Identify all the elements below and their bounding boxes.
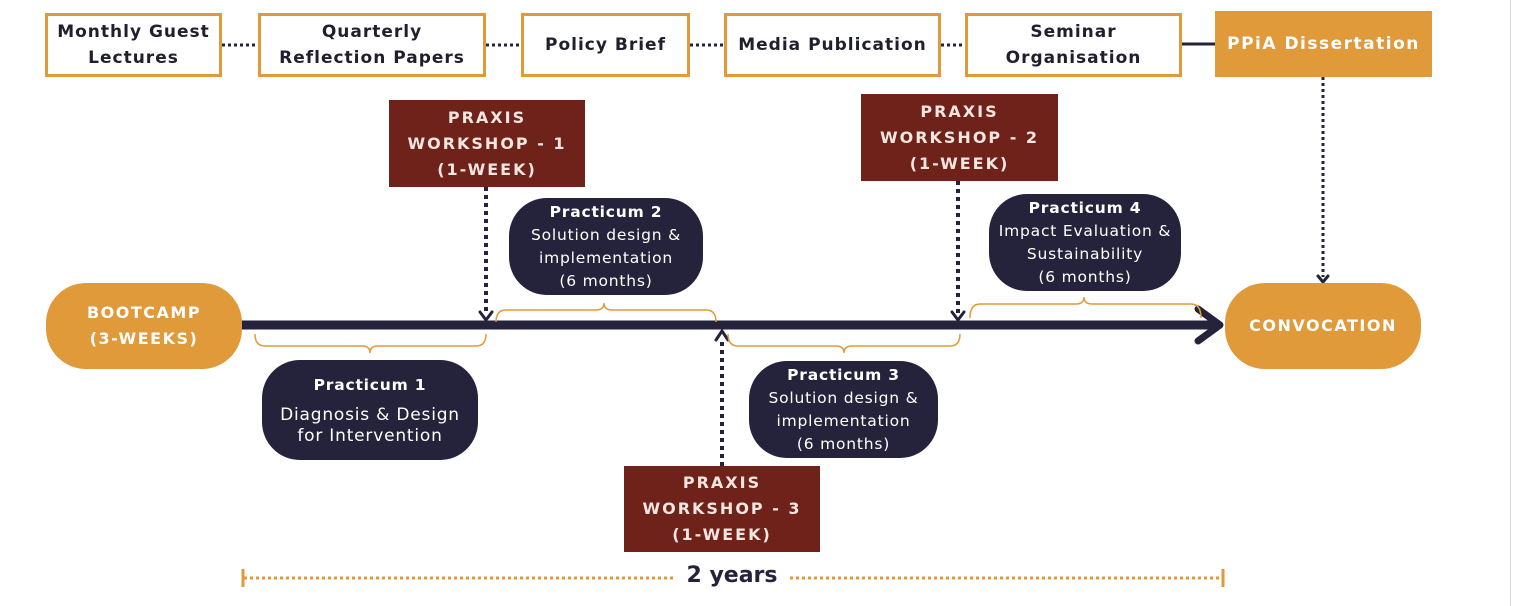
practicum-line: for Intervention [297,425,443,446]
praxis-workshop-3: PRAXIS WORKSHOP - 3 (1-WEEK) [624,466,820,552]
practicum-line: implementation [776,411,911,430]
timeline-arrowhead [1194,305,1224,345]
arrowhead [714,328,730,342]
practicum-1: Practicum 1 Diagnosis & Design for Inter… [262,360,478,460]
practicum-line: (6 months) [559,271,653,290]
practicum-title: Practicum 2 [549,202,663,221]
practicum-3: Practicum 3 Solution design & implementa… [749,361,938,458]
box-line: Media Publication [738,35,927,55]
box-line: Lectures [88,48,179,68]
box-line: Monthly Guest [57,22,210,42]
brace-practicum-2 [495,302,717,323]
practicum-line: Sustainability [1026,244,1144,263]
praxis-line: (1-WEEK) [672,525,772,544]
practicum-2: Practicum 2 Solution design & implementa… [509,198,703,295]
arrowhead [478,310,494,323]
monthly-guest-lectures-box: Monthly Guest Lectures [45,13,222,77]
box-line: Organisation [1005,48,1142,68]
bootcamp-node: BOOTCAMP (3-WEEKS) [46,283,242,369]
praxis-workshop-1: PRAXIS WORKSHOP - 1 (1-WEEK) [389,100,585,187]
box-line: Policy Brief [545,35,666,55]
quarterly-reflection-papers-box: Quarterly Reflection Papers [258,13,486,77]
seminar-organisation-box: Seminar Organisation [965,13,1182,77]
practicum-title: Practicum 1 [313,375,427,394]
box-line: Quarterly [321,22,423,42]
dissertation-label: PPiA Dissertation [1227,34,1420,54]
convocation-label: CONVOCATION [1249,316,1397,335]
practicum-line: implementation [538,248,673,267]
arrowhead [950,310,966,323]
practicum-line: Diagnosis & Design [280,404,460,425]
convocation-node: CONVOCATION [1225,283,1421,369]
practicum-line: (6 months) [796,434,891,453]
practicum-4: Practicum 4 Impact Evaluation & Sustaina… [989,194,1181,291]
box-line: Reflection Papers [279,48,465,68]
duration-label: 2 years [676,563,788,588]
bootcamp-label: BOOTCAMP [86,303,202,322]
praxis-line: (1-WEEK) [909,153,1010,173]
praxis-line: WORKSHOP - 3 [642,499,802,518]
media-publication-box: Media Publication [724,13,941,77]
practicum-line: Solution design & [530,225,682,244]
praxis-line: PRAXIS [447,107,527,127]
policy-brief-box: Policy Brief [521,13,690,77]
practicum-line: Impact Evaluation & [998,221,1172,240]
praxis-line: WORKSHOP - 1 [407,133,567,153]
praxis-line: (1-WEEK) [437,159,537,179]
page-edge-rule [1510,0,1511,606]
practicum-line: (6 months) [1038,267,1132,286]
practicum-line: Solution design & [768,388,919,407]
praxis-line: PRAXIS [682,473,762,492]
brace-practicum-4 [969,296,1202,319]
praxis-line: PRAXIS [920,101,999,121]
praxis-workshop-2: PRAXIS WORKSHOP - 2 (1-WEEK) [861,94,1058,181]
ppia-dissertation-box: PPiA Dissertation [1215,11,1432,77]
practicum-title: Practicum 3 [787,365,900,384]
praxis-line: WORKSHOP - 2 [879,127,1040,147]
practicum-title: Practicum 4 [1028,198,1142,217]
arrowhead [1316,274,1330,285]
box-line: Seminar [1030,22,1117,42]
bootcamp-duration: (3-WEEKS) [89,329,199,348]
brace-practicum-1 [254,333,487,354]
brace-practicum-3 [727,333,961,354]
